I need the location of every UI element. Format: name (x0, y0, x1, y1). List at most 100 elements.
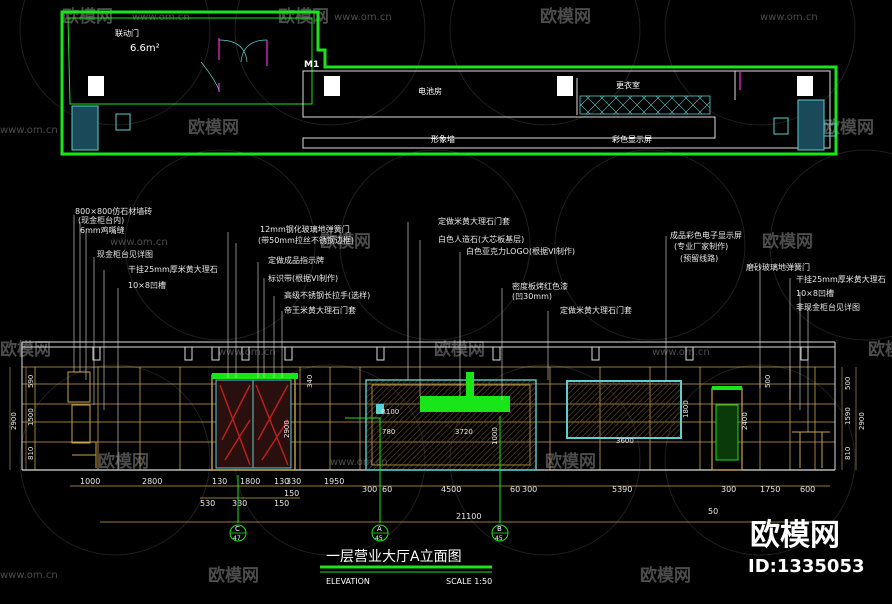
watermark-url: www.om.cn (334, 12, 392, 23)
callout-label: (凹30mm) (512, 292, 552, 301)
plan-door-arc (200, 39, 268, 91)
callout-label: 成品彩色电子显示屏 (670, 230, 742, 240)
plan-cabinet (579, 95, 711, 115)
plan-label-image-wall: 形象墙 (431, 134, 455, 144)
watermark-url: www.om.cn (218, 347, 276, 358)
plan-label-display-screen: 彩色显示屏 (612, 134, 652, 144)
dim-label: 500 (764, 375, 772, 388)
callout-label: (专业厂家制作) (674, 241, 728, 251)
watermark-brand: 欧模网 (540, 6, 591, 27)
drawing-title: 一层营业大厅A立面图 (326, 549, 462, 565)
dim-bottom: 300 (721, 485, 736, 494)
section-mark-bottom: 45 (375, 535, 383, 542)
dim-bottom: 130 (212, 477, 227, 486)
callout-label: 12mm钢化玻璃地弹簧门 (260, 224, 350, 234)
cash-counter (67, 371, 97, 468)
callout-label: 10×8凹槽 (796, 288, 834, 298)
dim-bottom: 300 (362, 485, 377, 494)
elevation: 800×800仿石材墙砖 (现金柜台内) 6mm鸡嘴缝 现金柜台见详图 干挂25… (9, 206, 886, 542)
watermark-url: www.om.cn (652, 347, 710, 358)
dim-bottom: 4500 (441, 485, 461, 494)
glass-door-right (711, 386, 743, 471)
watermark-url: www.om.cn (760, 12, 818, 23)
dim-bottom2: 150 (284, 489, 299, 498)
callout-label: 非现金柜台见详图 (796, 302, 860, 312)
plan-label-door: 联动门 (115, 28, 139, 38)
dim-left: 1500 (27, 408, 35, 426)
plan-label-battery-room: 电池房 (418, 86, 442, 96)
callout-label: 定做成品指示牌 (268, 255, 324, 265)
dim-left: 2900 (10, 412, 18, 430)
dim-left: 590 (27, 375, 35, 388)
dim-bottom: 300 (522, 485, 537, 494)
callout-label: 高级不锈钢长拉手(选样) (284, 290, 370, 300)
watermark-url: www.om.cn (0, 125, 58, 136)
dim-label: 3720 (455, 428, 473, 436)
dim-bottom: 5390 (612, 485, 632, 494)
brand-stamp: 欧模网 ID:1335053 (748, 518, 865, 577)
elevation-label: ELEVATION (326, 577, 370, 586)
section-mark-bottom: 45 (495, 535, 503, 542)
dim-bottom2: 330 (232, 499, 247, 508)
plan-outer-wall (60, 10, 838, 156)
dim-label: 3600 (616, 437, 634, 445)
callout-label: (现金柜台内) (78, 215, 124, 225)
dim-right: 810 (844, 447, 852, 460)
callout-label: 800×800仿石材墙砖 (75, 206, 152, 216)
dim-right: 500 (844, 377, 852, 390)
dim-fifty: 50 (708, 507, 718, 516)
brand-logo: 欧模网 (750, 518, 840, 553)
plan-furniture (71, 99, 837, 151)
dim-bottom: 330 (286, 477, 301, 486)
dim-label: 2400 (741, 412, 749, 430)
dim-right: 2900 (858, 412, 866, 430)
dim-lines-vertical (9, 367, 857, 470)
callout-label: 密度板烤红色漆 (512, 281, 568, 291)
plan-column (557, 76, 573, 96)
callout-label: 10×8凹槽 (128, 280, 166, 290)
dim-total: 21100 (456, 512, 481, 521)
plan-door-swing (218, 38, 741, 92)
section-marker: B 45 (491, 416, 509, 542)
watermark-brand: 欧模网 (98, 451, 149, 472)
dim-bottom: 130 (274, 477, 289, 486)
plan-area: 6.6m² (130, 43, 160, 54)
non-cash-counter (792, 431, 830, 468)
dim-bottom: 1000 (80, 477, 100, 486)
plan-label-changing-room: 更衣室 (616, 80, 640, 90)
floor-plan: 联动门 6.6m² M1 电池房 更衣室 形象墙 彩色显示屏 (60, 10, 838, 156)
watermark-brand: 欧模网 (278, 6, 329, 27)
display-screen (566, 380, 682, 439)
callout-label: (预留线路) (680, 253, 718, 263)
watermark-brand: 欧模网 (434, 339, 485, 360)
callout-label: 定做米黄大理石门套 (560, 305, 632, 315)
dim-bottom: 60 (510, 485, 520, 494)
watermark-brand: 欧模网 (640, 565, 691, 586)
watermark-brand: 欧模网 (208, 565, 259, 586)
glass-door-left (211, 373, 298, 471)
plan-column (88, 76, 104, 96)
callout-label: 标识带(根据VI制作) (268, 273, 338, 283)
callout-label: 干挂25mm厚米黄大理石 (796, 274, 886, 284)
plan-inner-wall-left (67, 17, 313, 105)
plan-column (324, 76, 340, 96)
dim-bottom: 1750 (760, 485, 780, 494)
callout-label: 帝王米黄大理石门套 (284, 305, 356, 315)
watermark-brand: 欧模网 (320, 231, 371, 252)
callout-label: 6mm鸡嘴缝 (80, 225, 125, 235)
watermark-brand: 欧模网 (0, 339, 51, 360)
dim-label: 1000 (491, 427, 499, 445)
dim-label: 2900 (283, 420, 291, 438)
scale-label: SCALE 1:50 (446, 577, 492, 586)
callout-label: 定做米黄大理石门套 (438, 216, 510, 226)
dim-bottom: 1950 (324, 477, 344, 486)
watermark-brand: 欧模网 (545, 451, 596, 472)
dim-bottom: 60 (382, 485, 392, 494)
callout-label: 白色亚克力LOGO(根据VI制作) (466, 246, 575, 256)
dim-bottom2: 530 (200, 499, 215, 508)
plan-column (797, 76, 813, 96)
dim-label: 1800 (682, 400, 690, 418)
dim-bottom2: 150 (274, 499, 289, 508)
watermark-layer: 欧模网 www.om.cn 欧模网 www.om.cn 欧模网 www.om.c… (0, 0, 892, 586)
callout-label: 白色人造石(大芯板基层) (438, 234, 524, 244)
